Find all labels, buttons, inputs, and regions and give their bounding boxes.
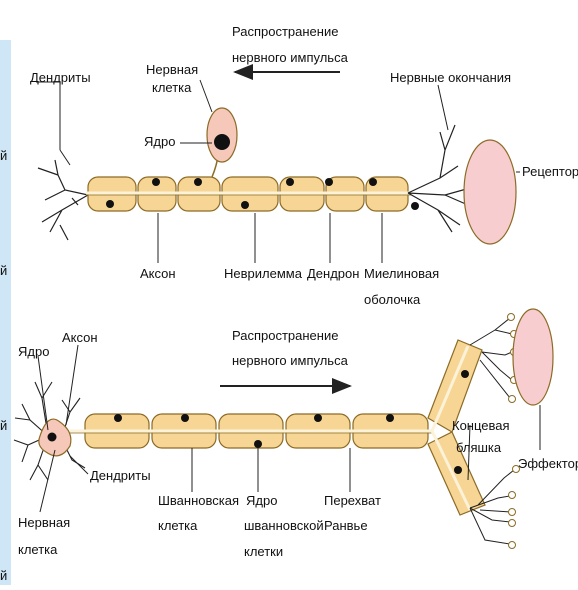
- bottom-label-effector: Эффектор: [518, 456, 578, 471]
- top-dendrite-branches: [38, 160, 88, 240]
- bottom-propagation-line1: Распространение: [232, 328, 338, 343]
- top-label-myelin-1: Миелиновая: [364, 266, 439, 281]
- bottom-label-schwann-nucleus-3: клетки: [244, 544, 283, 559]
- bottom-label-end-plate-1: Концевая: [452, 418, 510, 433]
- bottom-label-schwann-nucleus-2: шванновской: [244, 518, 324, 533]
- bottom-label-axon: Аксон: [62, 330, 98, 345]
- top-label-receptor: Рецептор: [522, 164, 578, 179]
- top-label-nerve-endings: Нервные окончания: [390, 70, 511, 85]
- side-fragment-4: й: [0, 568, 7, 583]
- bottom-label-schwann-1: Шванновская: [158, 493, 239, 508]
- bottom-cell-nucleus: [48, 433, 57, 442]
- branch-nucleus-1: [461, 370, 469, 378]
- top-label-dendron: Дендрон: [307, 266, 359, 281]
- top-label-nerve-cell-2: клетка: [152, 80, 192, 95]
- bottom-label-schwann-2: клетка: [158, 518, 198, 533]
- bottom-label-ranvier-2: Ранвье: [324, 518, 368, 533]
- bottom-label-nerve-cell-1: Нервная: [18, 515, 70, 530]
- bottom-label-end-plate-2: бляшка: [456, 440, 502, 455]
- effector: [513, 309, 553, 405]
- top-label-nucleus: Ядро: [144, 134, 175, 149]
- left-edge-strip: [0, 40, 11, 585]
- bottom-label-dendrites: Дендриты: [90, 468, 151, 483]
- motor-neuron: Распространение нервного импульса Ядро А…: [14, 309, 578, 559]
- top-label-axon: Аксон: [140, 266, 176, 281]
- branch-nucleus-2: [454, 466, 462, 474]
- sensory-neuron: Распространение нервного импульса Дендри…: [30, 24, 578, 307]
- top-propagation-line1: Распространение: [232, 24, 338, 39]
- top-label-nerve-cell-1: Нервная: [146, 62, 198, 77]
- top-leader-lines: [36, 80, 520, 263]
- bottom-label-nucleus: Ядро: [18, 344, 49, 359]
- top-nerve-endings: [408, 125, 470, 232]
- bottom-propagation-line2: нервного импульса: [232, 353, 349, 368]
- bottom-label-schwann-nucleus-1: Ядро: [246, 493, 277, 508]
- receptor: [464, 140, 516, 244]
- side-fragment-2: й: [0, 263, 7, 278]
- top-label-dendrites: Дендриты: [30, 70, 91, 85]
- bottom-label-nerve-cell-2: клетка: [18, 542, 58, 557]
- side-fragment-3: й: [0, 418, 7, 433]
- top-propagation-line2: нервного импульса: [232, 50, 349, 65]
- top-label-neurilemma: Неврилемма: [224, 266, 303, 281]
- side-fragment-1: й: [0, 148, 7, 163]
- top-label-myelin-2: оболочка: [364, 292, 421, 307]
- top-cell-nucleus: [214, 134, 230, 150]
- bottom-label-ranvier-1: Перехват: [324, 493, 381, 508]
